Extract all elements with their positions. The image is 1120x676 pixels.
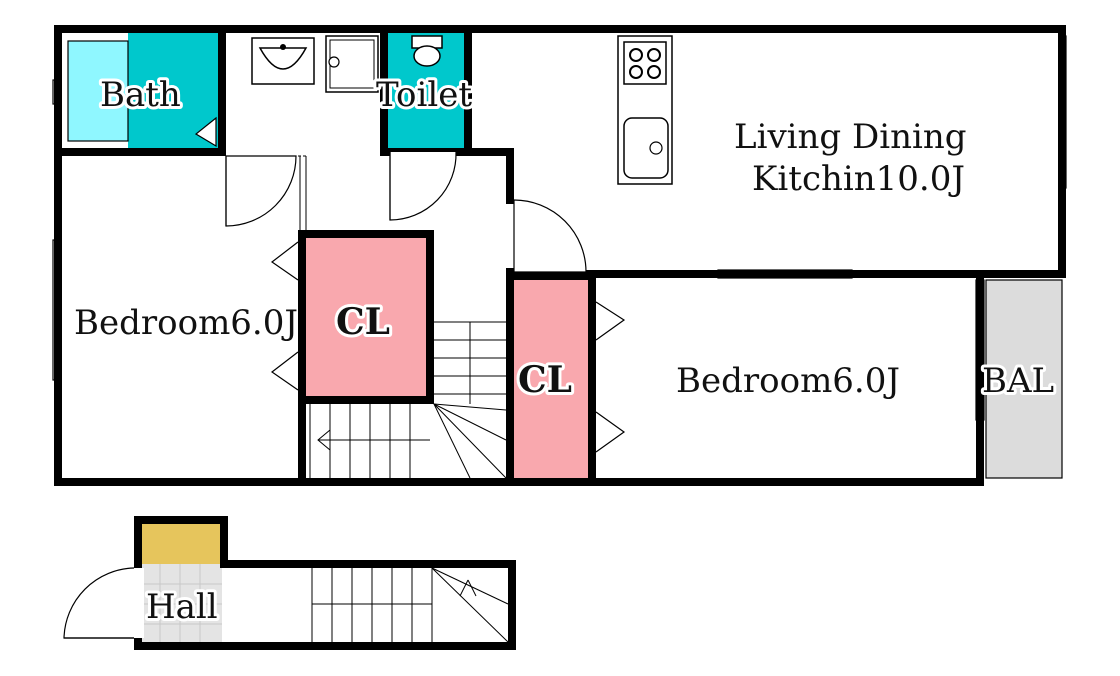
closet-doors: [270, 241, 626, 453]
kitchen-sink-icon: [623, 117, 669, 179]
room-labels: Bath Bath Toilet Toilet Living Dining Ki…: [74, 72, 1057, 630]
label-balcony: BAL: [982, 361, 1054, 401]
washbasin-icon: [251, 37, 315, 85]
label-bedroom-left: Bedroom6.0J: [74, 303, 298, 343]
hall-floor-grid: [140, 564, 222, 644]
washing-machine-icon: [325, 35, 379, 93]
svg-text:CL: CL: [518, 359, 572, 401]
svg-text:Hall: Hall: [146, 587, 218, 627]
label-closet-right: CL: [518, 359, 572, 401]
storage-area: [140, 524, 222, 564]
svg-text:BAL: BAL: [982, 361, 1054, 401]
svg-text:Bath: Bath: [100, 75, 181, 115]
balcony-area: [985, 279, 1063, 479]
label-ldk-line2: Kitchin10.0J: [752, 159, 965, 199]
stairs-hall: [311, 567, 509, 643]
label-toilet: Toilet: [376, 75, 472, 115]
label-ldk-line1: Living Dining: [734, 117, 967, 157]
walls: [54, 25, 1066, 650]
closet-left-area: [305, 236, 429, 396]
label-bath: Bath: [100, 75, 181, 115]
stairs-upper: [309, 321, 507, 479]
bathtub: [67, 40, 129, 142]
svg-text:CL: CL: [336, 301, 390, 343]
kitchen-counter: [617, 35, 673, 185]
svg-text:Toilet: Toilet: [376, 75, 472, 115]
label-bedroom-right: Bedroom6.0J: [676, 361, 900, 401]
doors: [63, 116, 587, 639]
label-hall: Hall: [146, 587, 218, 627]
hall-door-gap: [132, 568, 144, 638]
corridor-lines: [228, 155, 307, 232]
toilet-icon: [411, 35, 443, 67]
label-closet-left: CL: [336, 301, 390, 343]
closet-right-area: [512, 278, 588, 478]
stove-icon: [623, 41, 667, 85]
